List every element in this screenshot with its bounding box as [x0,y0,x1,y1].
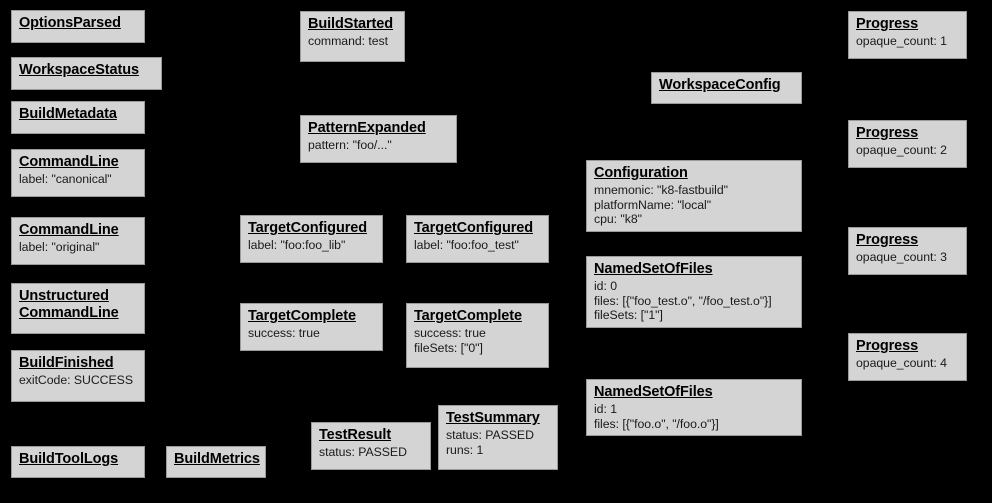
node-fields: label: "original" [19,240,138,255]
node-build-metadata[interactable]: BuildMetadata [11,101,145,134]
node-title: BuildMetadata [19,106,117,122]
node-fields: success: true [248,326,376,341]
node-fields: label: "foo:foo_test" [414,238,542,253]
node-build-started[interactable]: BuildStarted command: test [300,11,405,62]
node-fields: opaque_count: 1 [856,34,960,49]
node-fields: opaque_count: 2 [856,143,960,158]
node-field: id: 1 [594,402,617,416]
node-field: platformName: "local" [594,197,712,212]
node-fields: command: test [308,34,398,49]
node-progress-2[interactable]: Progress opaque_count: 2 [848,120,967,168]
node-pattern-expanded[interactable]: PatternExpanded pattern: "foo/..." [300,115,457,163]
node-field: files: [{"foo.o", "/foo.o"}] [594,416,719,431]
node-title: NamedSetOfFiles [594,261,713,277]
node-command-line-canonical[interactable]: CommandLine label: "canonical" [11,149,145,197]
node-fields: pattern: "foo/..." [308,138,450,153]
node-fields: opaque_count: 3 [856,250,960,265]
node-fields: mnemonic: "k8-fastbuild"platformName: "l… [594,183,795,227]
node-field: label: "foo:foo_test" [414,238,519,252]
node-field: cpu: "k8" [594,212,642,226]
node-field: opaque_count: 3 [856,250,947,264]
node-target-complete-lib[interactable]: TargetComplete success: true [240,303,383,351]
node-title: PatternExpanded [308,120,426,136]
node-title: WorkspaceStatus [19,62,139,78]
node-field: opaque_count: 1 [856,34,947,48]
node-field: runs: 1 [446,442,484,457]
node-title: TestResult [319,427,392,443]
node-title: BuildMetrics [174,451,260,467]
node-workspace-config[interactable]: WorkspaceConfig [651,72,802,104]
node-title: TargetComplete [414,308,522,324]
node-title: BuildStarted [308,16,394,32]
node-progress-4[interactable]: Progress opaque_count: 4 [848,333,967,381]
node-field: success: true [248,326,320,340]
node-title: BuildToolLogs [19,451,119,467]
node-progress-3[interactable]: Progress opaque_count: 3 [848,227,967,275]
node-title: OptionsParsed [19,15,121,31]
node-test-result[interactable]: TestResult status: PASSED [311,422,431,470]
node-field: success: true [414,326,486,340]
node-workspace-status[interactable]: WorkspaceStatus [11,57,162,90]
node-field: label: "canonical" [19,172,112,186]
node-title: TargetComplete [248,308,356,324]
node-field: label: "foo:foo_lib" [248,238,346,252]
node-command-line-original[interactable]: CommandLine label: "original" [11,217,145,265]
node-field: fileSets: ["0"] [414,340,483,355]
node-fields: label: "foo:foo_lib" [248,238,376,253]
node-title: Configuration [594,165,688,181]
node-field: opaque_count: 2 [856,143,947,157]
node-fields: exitCode: SUCCESS [19,373,138,388]
node-title: NamedSetOfFiles [594,384,713,400]
node-field: command: test [308,34,388,48]
node-field: id: 0 [594,279,617,293]
node-title: BuildFinished [19,355,114,371]
node-options-parsed[interactable]: OptionsParsed [11,10,145,43]
node-title: TestSummary [446,410,540,426]
node-title: Progress [856,125,919,141]
node-title: TargetConfigured [414,220,533,236]
node-field: pattern: "foo/..." [308,138,392,152]
node-build-finished[interactable]: BuildFinished exitCode: SUCCESS [11,350,145,402]
node-field: files: [{"foo_test.o", "/foo_test.o"}] [594,293,772,308]
node-field: opaque_count: 4 [856,356,947,370]
node-field: status: PASSED [446,428,534,442]
node-target-configured-foo-test[interactable]: TargetConfigured label: "foo:foo_test" [406,215,549,263]
node-fields: status: PASSED [319,445,424,460]
node-build-tool-logs[interactable]: BuildToolLogs [11,446,145,478]
node-field: mnemonic: "k8-fastbuild" [594,183,728,197]
node-title: Unstructured CommandLine [19,288,119,321]
node-build-metrics[interactable]: BuildMetrics [166,446,266,478]
node-title: Progress [856,338,919,354]
node-field: fileSets: ["1"] [594,308,663,322]
node-title: Progress [856,232,919,248]
node-field: label: "original" [19,240,100,254]
node-title: TargetConfigured [248,220,367,236]
node-fields: opaque_count: 4 [856,356,960,371]
node-title: CommandLine [19,154,119,170]
node-fields: label: "canonical" [19,172,138,187]
node-title: WorkspaceConfig [659,77,781,93]
node-target-configured-foo-lib[interactable]: TargetConfigured label: "foo:foo_lib" [240,215,383,263]
node-title: Progress [856,16,919,32]
node-title: CommandLine [19,222,119,238]
node-unstructured-command-line[interactable]: Unstructured CommandLine [11,283,145,334]
node-progress-1[interactable]: Progress opaque_count: 1 [848,11,967,59]
node-field: status: PASSED [319,445,407,459]
node-field: exitCode: SUCCESS [19,373,133,387]
node-configuration[interactable]: Configuration mnemonic: "k8-fastbuild"pla… [586,160,802,232]
